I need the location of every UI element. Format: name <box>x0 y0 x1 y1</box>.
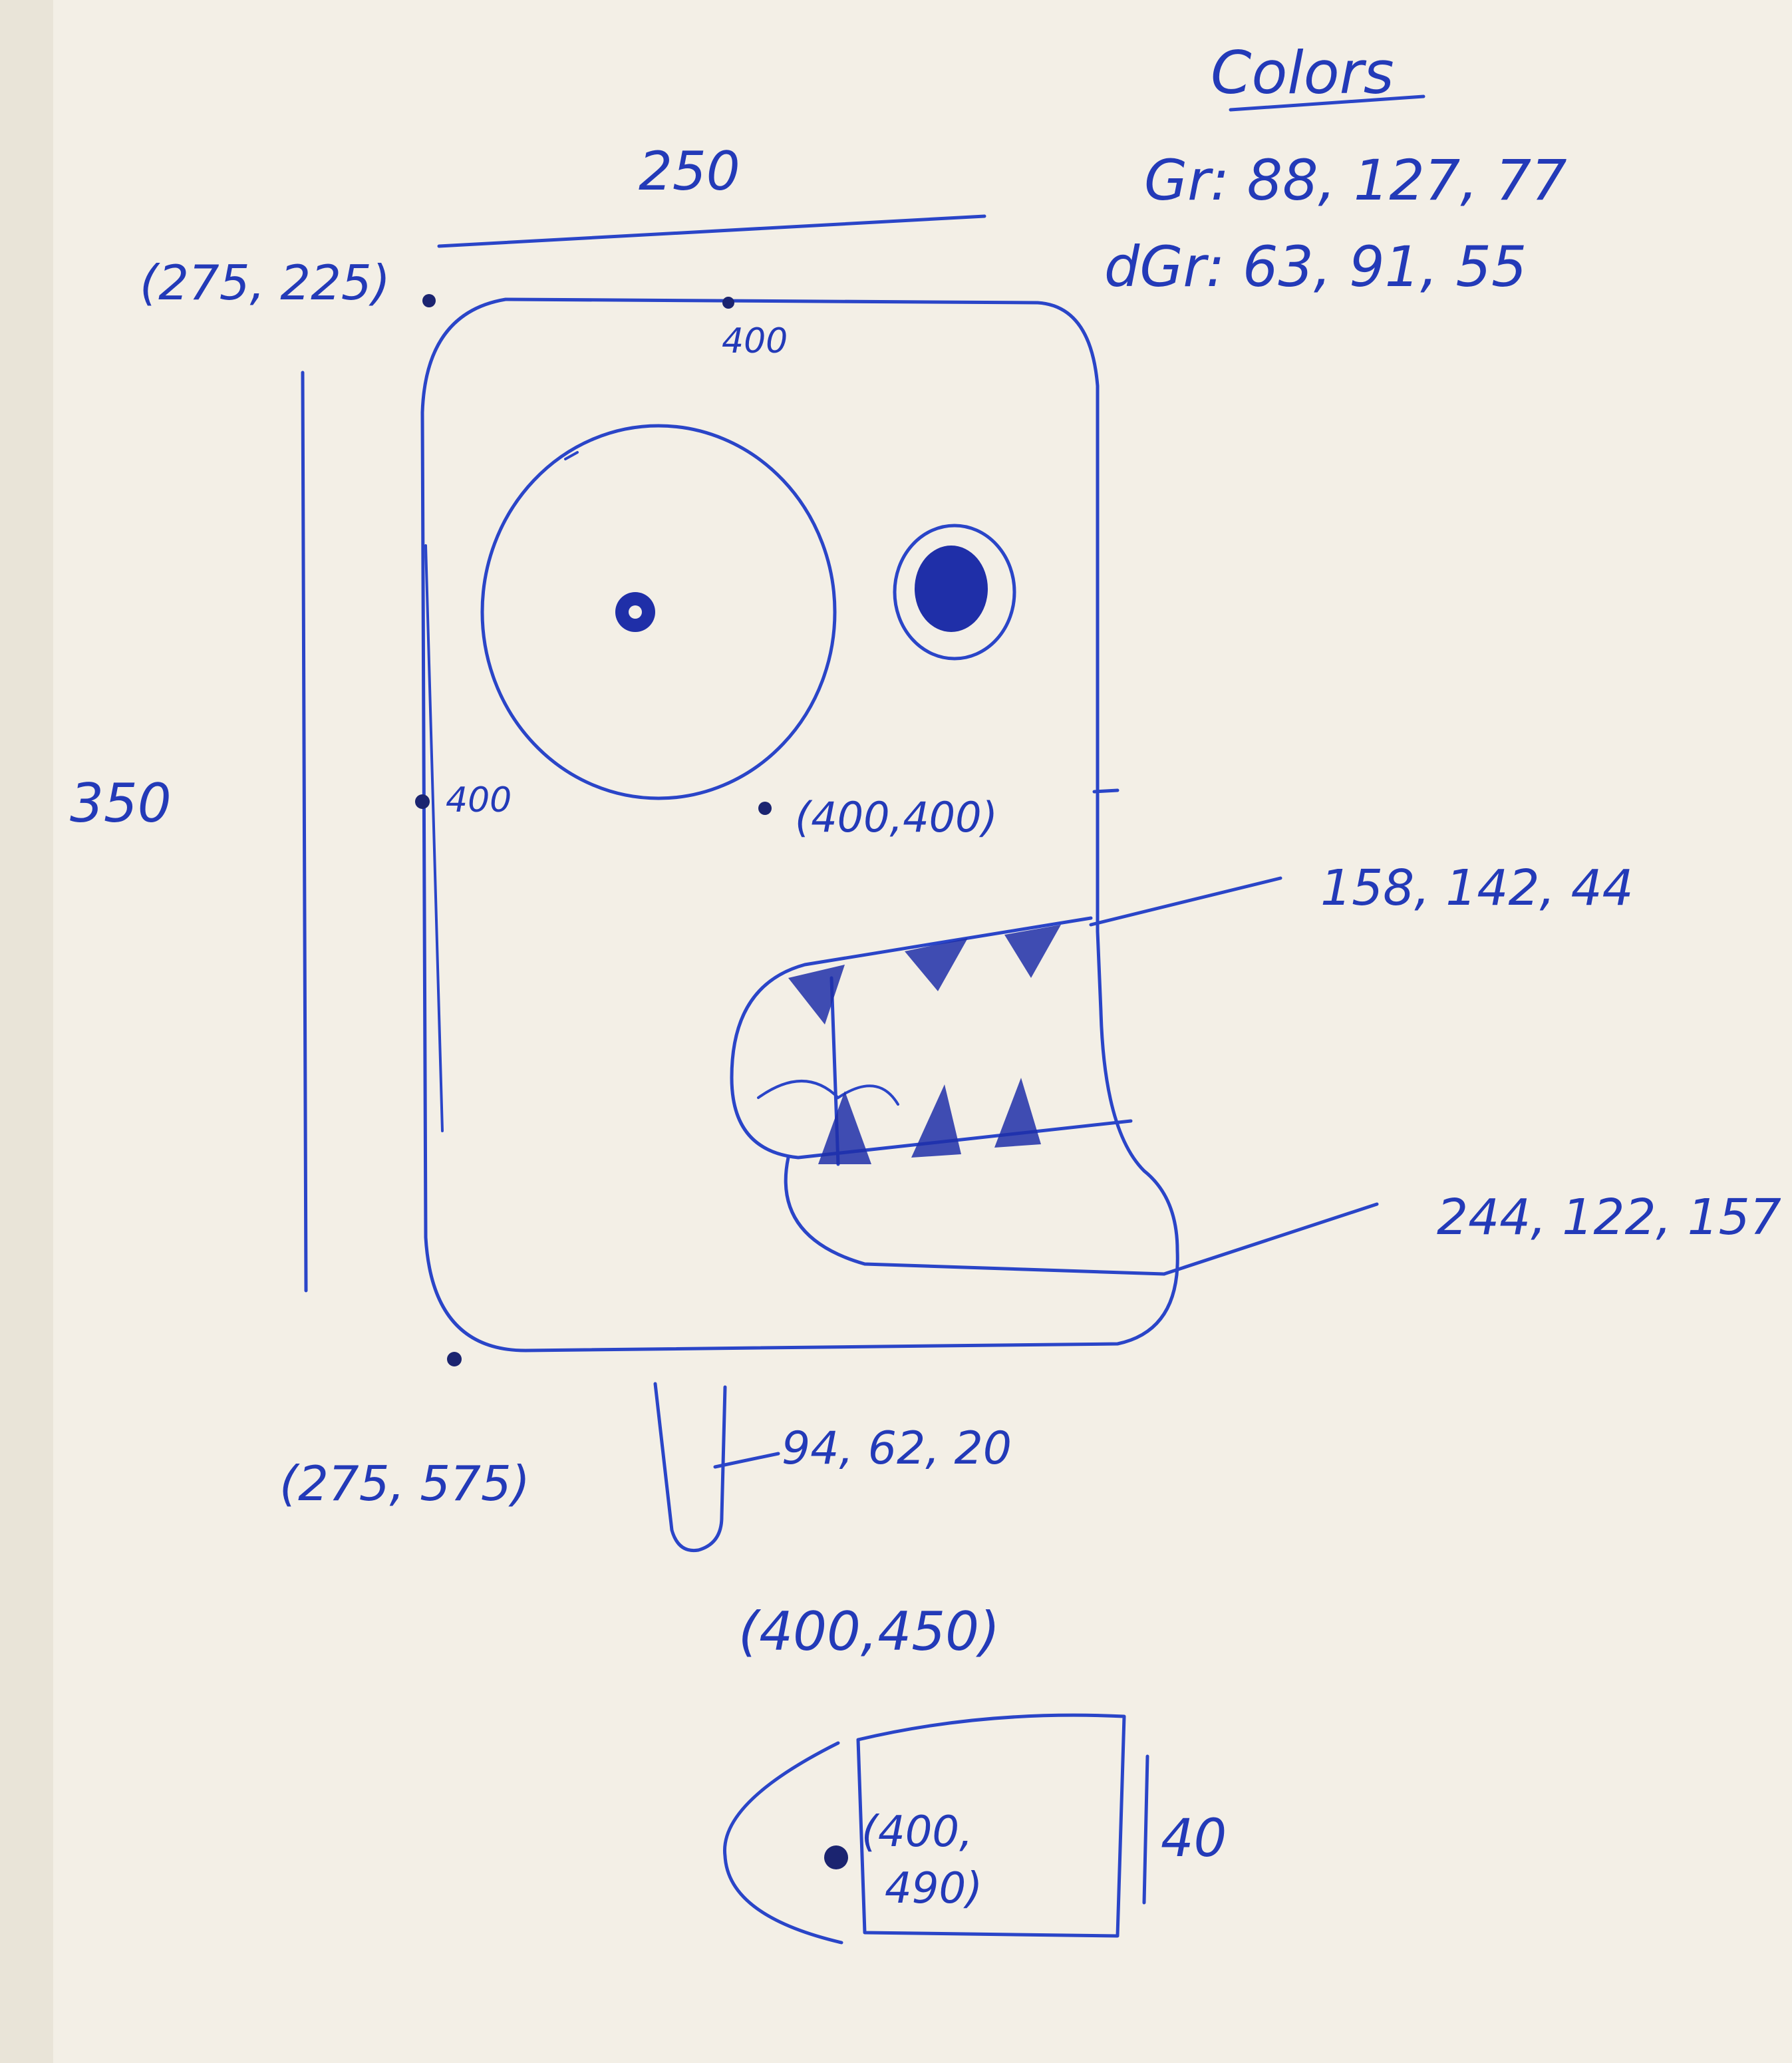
tongue-color-label: 244, 122, 157 <box>1437 1189 1781 1246</box>
tooth-top-1 <box>788 965 845 1025</box>
detail-rectangle <box>856 1713 1126 1938</box>
stick-color-label: 94, 62, 20 <box>782 1422 1012 1475</box>
colors-heading: Colors <box>1211 39 1394 107</box>
stick-color-leader <box>713 1452 780 1469</box>
right-tick <box>1092 788 1120 794</box>
teeth-color-leader <box>1089 876 1282 927</box>
tooth-top-3 <box>1004 925 1061 978</box>
left-mid-tick-label: 400 <box>446 780 512 820</box>
small-eye-pupil <box>915 546 988 632</box>
tooth-bottom-1 <box>818 1091 871 1164</box>
width-dimension-label: 250 <box>639 140 740 202</box>
top-left-point <box>422 294 436 307</box>
bottom-left-point <box>447 1352 462 1366</box>
center-coordinate-label: (400,400) <box>795 793 998 842</box>
bottom-left-coordinate-label: (275, 575) <box>279 1456 530 1511</box>
tongue-color-leader <box>1162 1202 1379 1276</box>
teeth-color-label: 158, 142, 44 <box>1320 860 1634 917</box>
body-outline <box>420 297 1179 1352</box>
detail-point <box>824 1845 848 1869</box>
tongue-curl <box>757 1080 899 1106</box>
popsicle-stick <box>653 1382 727 1553</box>
eye-mark <box>564 451 579 460</box>
tooth-top-2 <box>905 938 968 991</box>
height-dimension-label: 350 <box>70 772 172 834</box>
detail-point-label-line1: (400, <box>861 1808 972 1857</box>
center-point <box>758 802 772 815</box>
colors-heading-underline <box>1229 94 1425 112</box>
paper-edge <box>0 0 53 2063</box>
dark-green-color-label: dGr: 63, 91, 55 <box>1104 234 1527 299</box>
detail-point-label-line2: 490) <box>885 1864 982 1913</box>
top-mid-point <box>722 297 734 309</box>
tooth-bottom-3 <box>994 1078 1041 1148</box>
detail-arc <box>722 1741 843 1945</box>
height-dimension-line <box>301 371 308 1293</box>
detail-height-line <box>1142 1754 1149 1905</box>
detail-coordinate-label: (400,450) <box>738 1601 1000 1663</box>
top-left-coordinate-label: (275, 225) <box>140 255 390 311</box>
mouth-outline <box>730 916 1133 1160</box>
body-side-stroke <box>424 544 444 1132</box>
width-dimension-line <box>437 214 986 248</box>
detail-height-label: 40 <box>1161 1809 1227 1869</box>
tooth-bottom-2 <box>911 1084 961 1158</box>
top-mid-tick-label: 400 <box>722 321 788 361</box>
left-mid-point <box>415 794 430 809</box>
big-eye <box>480 424 837 800</box>
tongue <box>784 1156 1166 1276</box>
green-color-label: Gr: 88, 127, 77 <box>1144 148 1567 213</box>
small-eye <box>893 524 1016 661</box>
